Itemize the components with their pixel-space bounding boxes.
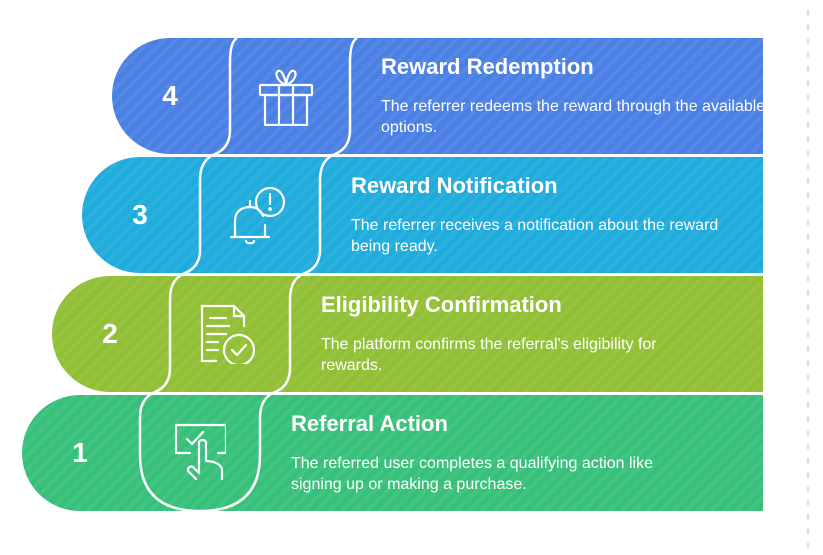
step-4: 4 Reward Redemption The referrer redeems… bbox=[112, 38, 765, 154]
step-number: 3 bbox=[132, 199, 148, 230]
step-description: The referrer receives a notification abo… bbox=[351, 217, 719, 255]
step-title: Reward Redemption bbox=[381, 54, 594, 79]
gift-icon bbox=[258, 69, 314, 126]
document-check-icon bbox=[200, 304, 256, 364]
step-number: 1 bbox=[72, 437, 88, 468]
step-title: Referral Action bbox=[291, 411, 448, 436]
step-description: The platform confirms the referral's eli… bbox=[321, 336, 657, 374]
step-title: Eligibility Confirmation bbox=[321, 292, 562, 317]
step-description: The referrer redeems the reward through … bbox=[381, 98, 766, 136]
step-description: The referred user completes a qualifying… bbox=[291, 455, 653, 493]
bell-alert-icon bbox=[229, 186, 286, 245]
step-1: 1 Referral Action The referred user comp… bbox=[22, 395, 763, 511]
decorative-dots bbox=[805, 6, 811, 551]
step-title: Reward Notification bbox=[351, 173, 558, 198]
step-number: 2 bbox=[102, 318, 118, 349]
step-number: 4 bbox=[162, 80, 178, 111]
step-3: 3 Reward Notification The referrer recei… bbox=[82, 157, 763, 273]
touch-check-icon bbox=[174, 423, 226, 481]
